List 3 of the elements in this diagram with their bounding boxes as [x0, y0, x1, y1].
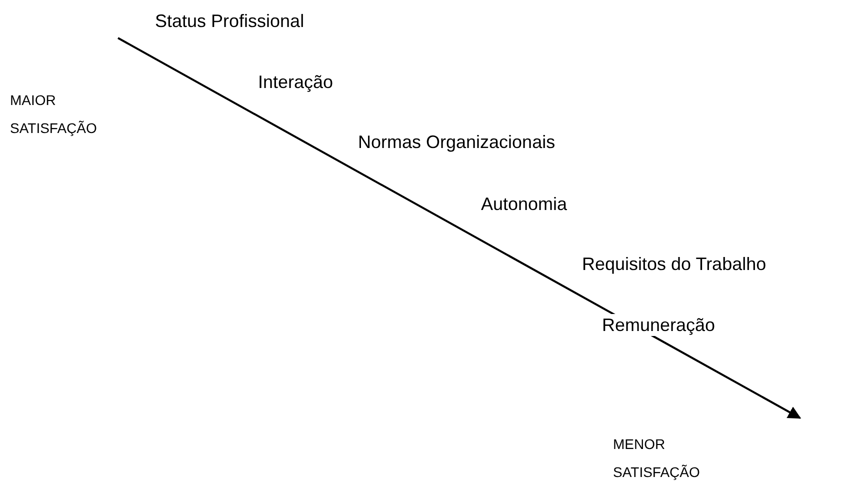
scale-end-label: MENOR SATISFAÇÃO — [613, 435, 701, 482]
factor-label: Remuneração — [602, 314, 716, 336]
scale-end-label: MAIOR SATISFAÇÃO — [10, 91, 98, 138]
